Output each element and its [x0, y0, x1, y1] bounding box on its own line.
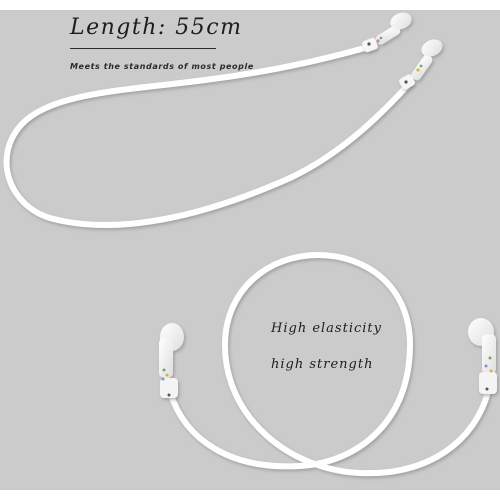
headline-underline — [70, 48, 216, 49]
gray-backdrop — [0, 10, 500, 490]
fit-subline: Meets the standards of most people — [70, 62, 254, 71]
earbud-icon — [159, 323, 184, 398]
earbud-icon — [362, 12, 412, 53]
top-strap-cord — [3, 43, 413, 228]
length-headline: Length: 55cm — [70, 15, 243, 40]
earbud-icon — [468, 318, 497, 394]
top-earbud-pair — [362, 12, 443, 90]
earbud-icon — [399, 39, 443, 90]
bottom-strap-cord — [167, 251, 491, 477]
feature-elasticity: High elasticity — [271, 321, 382, 336]
feature-strength: high strength — [271, 357, 374, 372]
top-strap — [3, 43, 413, 228]
bottom-strap — [167, 251, 491, 477]
